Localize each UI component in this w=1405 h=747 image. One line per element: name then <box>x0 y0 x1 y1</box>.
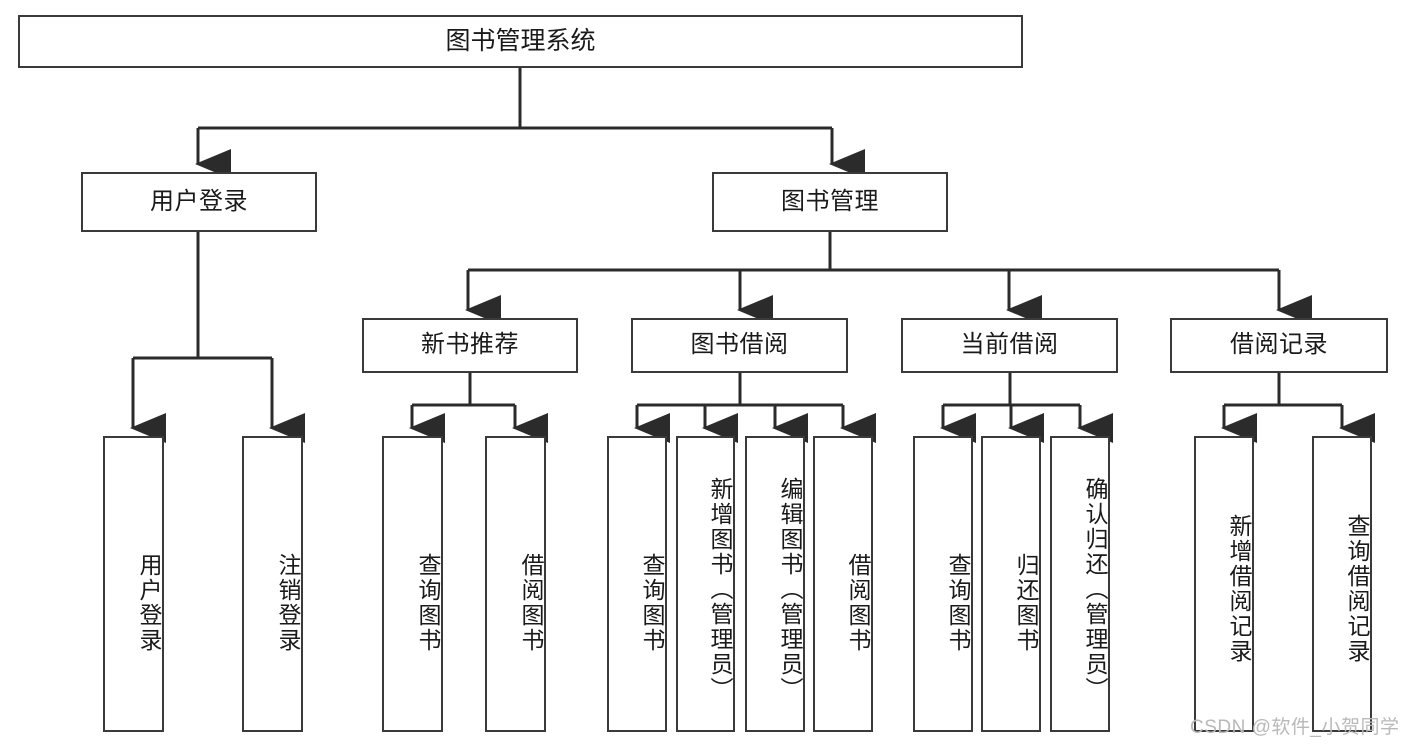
node-user-login-label: 用户登录 <box>150 187 248 215</box>
node-leaf-borrow-book-2-label: 借阅图书 <box>845 553 871 653</box>
node-leaf-add-record-label: 新增借阅记录 <box>1226 514 1252 664</box>
node-leaf-query-record[interactable]: 查询借阅记录 <box>1312 436 1372 732</box>
node-leaf-edit-book-label: 编辑图书（管理员） <box>777 476 803 702</box>
node-leaf-query-book-2-label: 查询图书 <box>639 553 665 653</box>
node-root-label: 图书管理系统 <box>445 26 596 55</box>
node-new-book-recommend-label: 新书推荐 <box>421 331 519 359</box>
node-leaf-logout-login-label: 注销登录 <box>275 553 301 653</box>
node-book-management-label: 图书管理 <box>781 187 879 215</box>
node-leaf-query-record-label: 查询借阅记录 <box>1344 514 1370 664</box>
node-leaf-borrow-book-1-label: 借阅图书 <box>518 553 544 653</box>
node-leaf-confirm-return-label: 确认归还（管理员） <box>1082 476 1108 702</box>
node-new-book-recommend[interactable]: 新书推荐 <box>362 318 578 373</box>
node-borrow-record[interactable]: 借阅记录 <box>1170 318 1388 373</box>
node-leaf-logout-login[interactable]: 注销登录 <box>242 436 303 732</box>
node-leaf-edit-book[interactable]: 编辑图书（管理员） <box>745 436 805 732</box>
node-leaf-query-book-1[interactable]: 查询图书 <box>382 436 443 732</box>
node-leaf-query-book-2[interactable]: 查询图书 <box>607 436 667 732</box>
node-leaf-user-login-label: 用户登录 <box>136 553 162 653</box>
node-leaf-add-book[interactable]: 新增图书（管理员） <box>676 436 735 732</box>
node-leaf-return-book[interactable]: 归还图书 <box>981 436 1041 732</box>
node-leaf-return-book-label: 归还图书 <box>1013 553 1039 653</box>
node-leaf-confirm-return[interactable]: 确认归还（管理员） <box>1050 436 1110 732</box>
node-leaf-query-book-3-label: 查询图书 <box>945 553 971 653</box>
node-book-management[interactable]: 图书管理 <box>712 172 948 232</box>
node-borrow-record-label: 借阅记录 <box>1230 331 1328 359</box>
node-root[interactable]: 图书管理系统 <box>18 15 1023 68</box>
node-leaf-borrow-book-2[interactable]: 借阅图书 <box>813 436 873 732</box>
node-leaf-add-book-label: 新增图书（管理员） <box>707 476 733 702</box>
node-book-borrow[interactable]: 图书借阅 <box>631 318 848 373</box>
watermark: CSDN @软件_小贺同学 <box>1190 717 1400 738</box>
node-current-borrow-label: 当前借阅 <box>960 331 1059 359</box>
node-user-login[interactable]: 用户登录 <box>81 172 317 232</box>
node-leaf-query-book-1-label: 查询图书 <box>415 553 441 653</box>
node-leaf-add-record[interactable]: 新增借阅记录 <box>1194 436 1254 732</box>
node-book-borrow-label: 图书借阅 <box>690 331 789 359</box>
node-leaf-user-login[interactable]: 用户登录 <box>103 436 164 732</box>
node-current-borrow[interactable]: 当前借阅 <box>901 318 1118 373</box>
node-leaf-query-book-3[interactable]: 查询图书 <box>913 436 973 732</box>
node-leaf-borrow-book-1[interactable]: 借阅图书 <box>485 436 546 732</box>
